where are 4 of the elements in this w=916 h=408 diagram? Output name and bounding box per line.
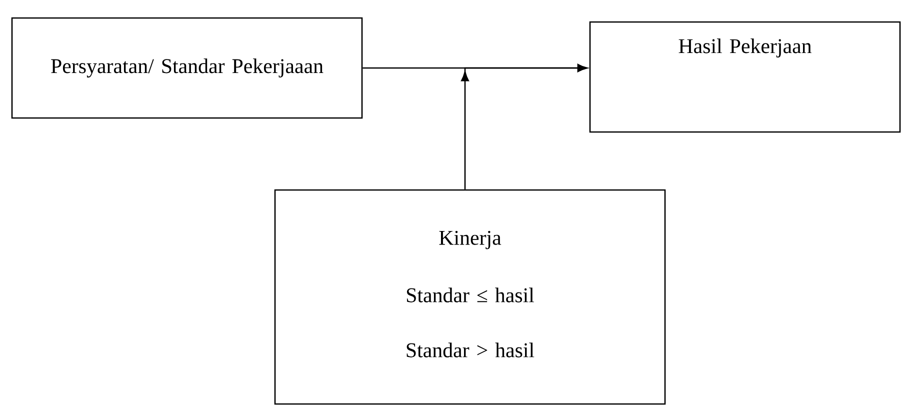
arrow — [461, 64, 588, 190]
process-box: Persyaratan/ Standar Pekerjaaan — [11, 17, 363, 119]
process-box: Kinerja Standar ≤ hasil Standar > hasil — [274, 189, 666, 405]
process-box: Hasil Pekerjaan — [589, 21, 901, 133]
